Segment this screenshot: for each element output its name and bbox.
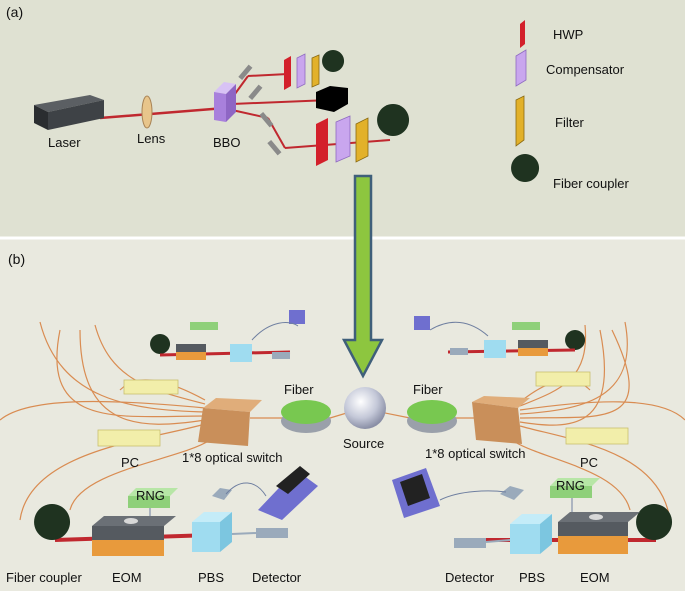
detector-left-lower bbox=[212, 488, 288, 538]
compensator-lower bbox=[335, 115, 351, 163]
pc-right-upper bbox=[535, 371, 591, 387]
filter-upper bbox=[311, 54, 320, 88]
optical-switch-left bbox=[198, 398, 262, 446]
bbo-label: BBO bbox=[213, 135, 240, 150]
legend-filter-label: Filter bbox=[555, 115, 585, 130]
legend: HWP Compensator Filter Fiber coupler bbox=[511, 20, 630, 191]
pbs-left-lower bbox=[192, 512, 232, 552]
panel-b: (b) Source bbox=[0, 251, 685, 585]
legend-fiber-coupler-label: Fiber coupler bbox=[553, 176, 630, 191]
detector-left-link bbox=[231, 532, 257, 535]
detector-right-lower bbox=[454, 486, 524, 548]
legend-hwp-swatch bbox=[520, 20, 525, 48]
eom-right-lower bbox=[558, 512, 640, 554]
rng-right-label: RNG bbox=[556, 478, 585, 493]
hwp-lower bbox=[316, 118, 328, 166]
eom-right-label: EOM bbox=[580, 570, 610, 585]
eom-left-label: EOM bbox=[112, 570, 142, 585]
computer-left-upper bbox=[289, 310, 305, 324]
fiber-right-label: Fiber bbox=[413, 382, 443, 397]
fiber-coupler-left-label: Fiber coupler bbox=[6, 570, 83, 585]
lens-element bbox=[141, 95, 153, 129]
transfer-arrow bbox=[341, 174, 385, 379]
detector-left-upper bbox=[272, 352, 290, 359]
laser-label: Laser bbox=[48, 135, 81, 150]
legend-filter-swatch bbox=[515, 95, 525, 147]
pc-left-label: PC bbox=[121, 455, 139, 470]
pbs-left-upper bbox=[230, 344, 252, 362]
legend-fiber-coupler-swatch bbox=[511, 154, 540, 182]
beam-dump bbox=[316, 86, 348, 112]
legend-compensator-label: Compensator bbox=[546, 62, 625, 77]
detector-right-upper bbox=[450, 348, 468, 355]
cable-left-lower bbox=[225, 482, 267, 497]
residual-pump-beam bbox=[231, 99, 331, 105]
panel-a-tag: (a) bbox=[6, 4, 23, 20]
pc-left-upper bbox=[123, 379, 179, 395]
switch-left-label: 1*8 optical switch bbox=[182, 450, 282, 465]
eom-right-upper-top bbox=[518, 340, 548, 348]
pbs-right-lower bbox=[510, 514, 552, 554]
bbo-crystal bbox=[214, 82, 236, 122]
computer-left-lower bbox=[258, 466, 318, 520]
mirror-4 bbox=[267, 139, 282, 156]
eom-left-upper-top bbox=[176, 344, 206, 352]
detector-right-label: Detector bbox=[445, 570, 495, 585]
compensator-upper bbox=[296, 53, 306, 89]
source-label: Source bbox=[343, 436, 384, 451]
pc-right-lower bbox=[565, 427, 629, 445]
rng-right-lower bbox=[550, 478, 600, 498]
fiber-spool-right bbox=[407, 400, 457, 433]
computer-right-upper bbox=[414, 316, 430, 330]
mirror-3 bbox=[259, 111, 274, 128]
rng-left-lower bbox=[128, 488, 178, 508]
rng-right-upper bbox=[512, 322, 540, 330]
eom-left-upper bbox=[176, 350, 206, 360]
pc-left-lower bbox=[97, 429, 161, 447]
cable-right-upper bbox=[429, 321, 489, 337]
fiber-coupler-upper bbox=[322, 50, 345, 72]
pbs-left-label: PBS bbox=[198, 570, 224, 585]
computer-right-lower bbox=[392, 468, 440, 518]
pc-right-label: PC bbox=[580, 455, 598, 470]
detector-left-label: Detector bbox=[252, 570, 302, 585]
cable-right-lower bbox=[439, 490, 507, 501]
pbs-right-upper bbox=[484, 340, 506, 358]
fiber-coupler-right-upper bbox=[565, 330, 586, 350]
fiber-spool-left bbox=[281, 400, 331, 433]
fiber-coupler-left-upper bbox=[150, 334, 171, 354]
legend-hwp-label: HWP bbox=[553, 27, 583, 42]
mirror-1 bbox=[238, 64, 253, 81]
mirror-2 bbox=[248, 84, 263, 101]
laser bbox=[34, 95, 104, 130]
optical-switch-right bbox=[472, 396, 530, 444]
panel-a: (a) Laser Lens BBO bbox=[0, 0, 685, 237]
beam-right-upper bbox=[447, 348, 576, 354]
panel-a-background bbox=[0, 0, 685, 237]
switch-right-label: 1*8 optical switch bbox=[425, 446, 525, 461]
legend-compensator-swatch bbox=[515, 49, 527, 87]
fiber-coupler-left-lower bbox=[34, 504, 71, 540]
pbs-right-label: PBS bbox=[519, 570, 545, 585]
fiber-coupler-lower bbox=[377, 104, 410, 136]
signal-beam-upper-path bbox=[247, 73, 289, 77]
eom-left-lower bbox=[92, 516, 176, 556]
eom-right-upper bbox=[518, 346, 548, 356]
pump-beam bbox=[99, 106, 226, 120]
rng-left-label: RNG bbox=[136, 488, 165, 503]
fiber-coupler-right-lower bbox=[636, 504, 673, 540]
lens-label: Lens bbox=[137, 131, 166, 146]
rng-left-upper bbox=[190, 322, 218, 330]
filter-lower bbox=[355, 117, 369, 163]
hwp-upper bbox=[284, 56, 291, 90]
photon-source bbox=[344, 387, 386, 429]
panel-b-tag: (b) bbox=[8, 251, 25, 267]
cable-left-upper bbox=[251, 322, 299, 341]
detector-right-link bbox=[485, 539, 511, 543]
fiber-left-label: Fiber bbox=[284, 382, 314, 397]
